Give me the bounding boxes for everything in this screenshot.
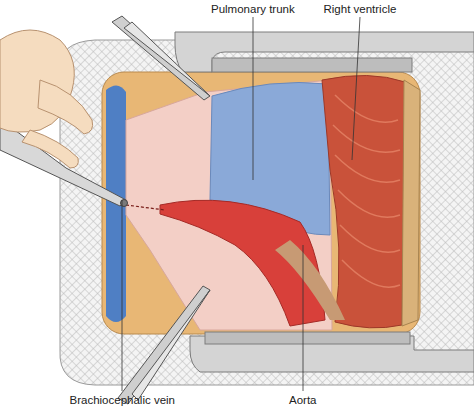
pericardium [126, 80, 332, 330]
right-ventricle [322, 75, 405, 327]
incision-line [126, 205, 165, 210]
anatomy-label: Brachiocephalic vein [70, 394, 175, 407]
surgeon-hand [0, 30, 128, 207]
sternal-retractor [175, 32, 474, 372]
pericardial-edge [402, 80, 420, 326]
anatomy-label: Right ventricle [324, 3, 397, 16]
forceps [118, 286, 210, 404]
operative-field [102, 72, 420, 334]
muscle-fibres [333, 95, 400, 287]
anatomy-label: Pulmonary trunk [211, 3, 295, 16]
aortic-root-fat [275, 240, 345, 320]
leader-lines [122, 17, 360, 391]
anatomy-label: Aorta [289, 394, 317, 407]
forceps [112, 16, 210, 100]
